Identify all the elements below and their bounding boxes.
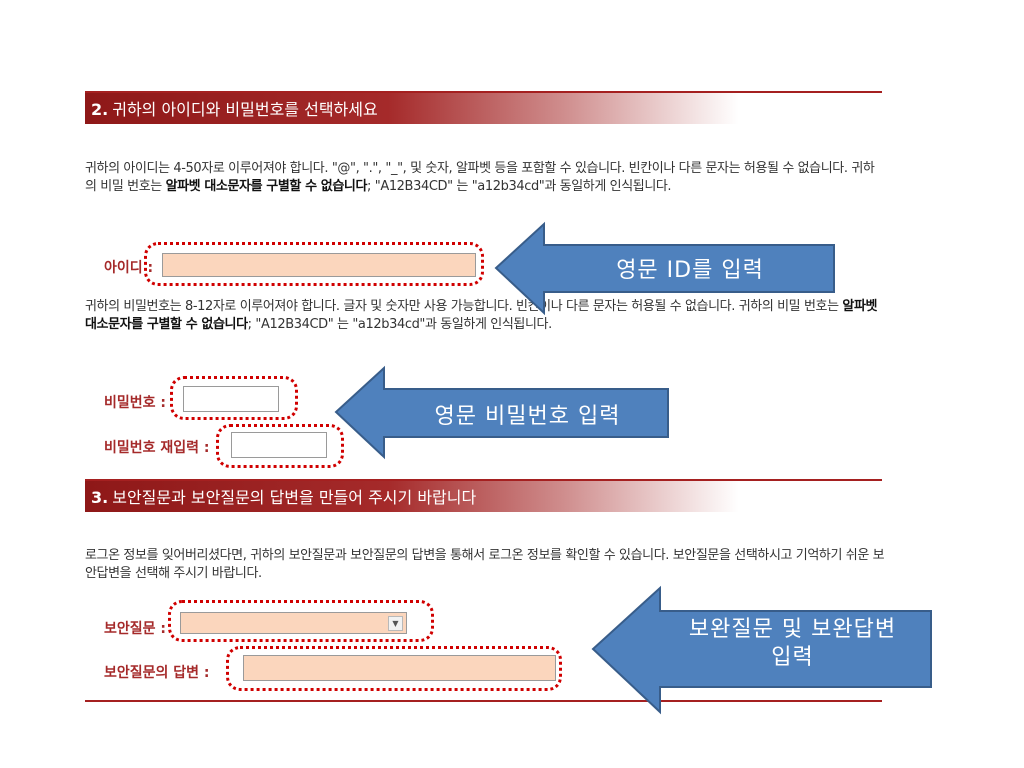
chevron-down-icon[interactable]: ▼ <box>388 616 403 631</box>
section-3-title: 보안질문과 보안질문의 답변을 만들어 주시기 바랍니다 <box>112 488 477 507</box>
arrow-security-text: 보완질문 및 보완답변 입력 <box>655 616 930 672</box>
arrow-shape <box>334 365 669 460</box>
user-id-callout <box>144 242 484 286</box>
user-id-input[interactable] <box>162 253 476 277</box>
password-callout <box>170 376 298 420</box>
password-instructions: 귀하의 비밀번호는 8-12자로 이루어져야 합니다. 글자 및 숫자만 사용 … <box>85 299 878 332</box>
left-arrow-id <box>494 221 835 316</box>
arrow-password-text: 영문 비밀번호 입력 <box>434 404 621 429</box>
security-question-callout <box>168 600 434 642</box>
password-confirm-input[interactable] <box>231 432 327 458</box>
password-confirm-label: 비밀번호 재입력 : <box>104 440 210 456</box>
arrow-id-text: 영문 ID를 입력 <box>616 258 764 283</box>
user-id-label: 아이디 : <box>104 260 154 276</box>
section-2-header: 2.귀하의 아이디와 비밀번호를 선택하세요 <box>85 91 882 124</box>
arrow-shape <box>591 585 932 715</box>
left-arrow-password <box>334 365 669 460</box>
section-3-header: 3.보안질문과 보안질문의 답변을 만들어 주시기 바랍니다 <box>85 479 882 512</box>
case-insensitive-note-2: 알파벳 대소문자를 구별할 수 없습니다 <box>85 299 878 332</box>
left-arrow-security <box>591 585 932 715</box>
section-2-number: 2. <box>91 100 109 119</box>
arrow-shape <box>494 221 835 316</box>
section-2-title: 귀하의 아이디와 비밀번호를 선택하세요 <box>112 100 378 119</box>
security-instructions: 로그온 정보를 잊어버리셨다면, 귀하의 보안질문과 보안질문의 답변을 통해서… <box>85 548 885 581</box>
arrow-security-line-1: 보완질문 및 보완답변 <box>688 617 897 642</box>
security-answer-label: 보안질문의 답변 : <box>104 665 210 681</box>
id-instructions: 귀하의 아이디는 4-50자로 이루어져야 합니다. "@", ".", "_"… <box>85 161 875 194</box>
password-input[interactable] <box>183 386 279 412</box>
password-label: 비밀번호 : <box>104 395 166 411</box>
arrow-security-line-2: 입력 <box>771 645 814 670</box>
security-answer-input[interactable] <box>243 655 556 681</box>
password-confirm-callout <box>216 424 344 468</box>
form-bottom-divider <box>85 700 882 702</box>
security-question-label: 보안질문 : <box>104 621 166 637</box>
security-question-select[interactable]: ▼ <box>180 612 407 634</box>
section-3-number: 3. <box>91 488 109 507</box>
case-insensitive-note: 알파벳 대소문자를 구별할 수 없습니다 <box>165 179 368 194</box>
security-answer-callout <box>226 646 562 691</box>
